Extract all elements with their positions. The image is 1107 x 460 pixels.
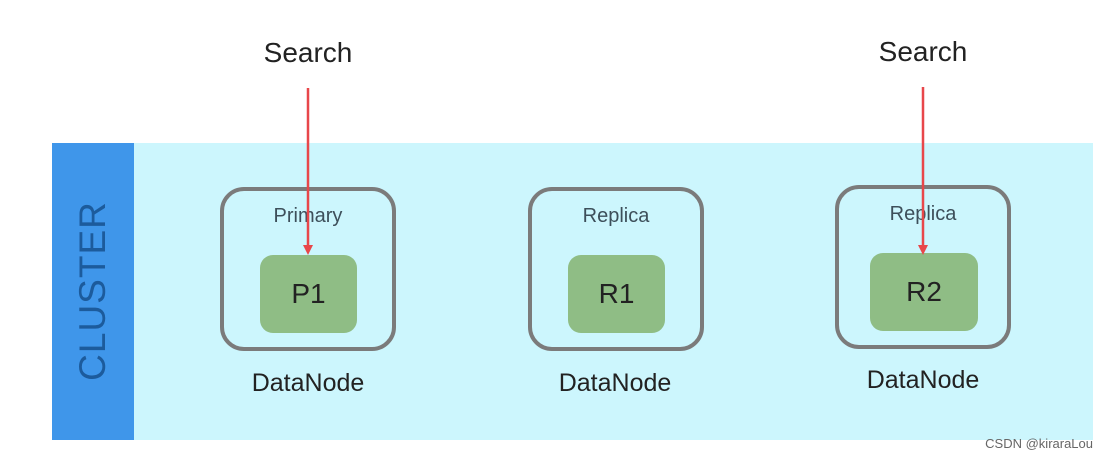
datanode-label-3: DataNode xyxy=(866,366,980,394)
shard-r2: R2 xyxy=(870,253,978,331)
data-node-2: Replica R1 xyxy=(528,187,704,351)
cluster-bar xyxy=(52,143,134,440)
search-label-2: Search xyxy=(878,36,968,67)
search-label-1: Search xyxy=(263,37,353,68)
datanode-label-1: DataNode xyxy=(251,369,365,397)
node-role-label: Replica xyxy=(582,205,650,227)
datanode-label-2: DataNode xyxy=(558,369,672,397)
shard-r1: R1 xyxy=(568,255,665,333)
watermark: CSDN @kiraraLou xyxy=(985,436,1093,451)
shard-p1: P1 xyxy=(260,255,357,333)
